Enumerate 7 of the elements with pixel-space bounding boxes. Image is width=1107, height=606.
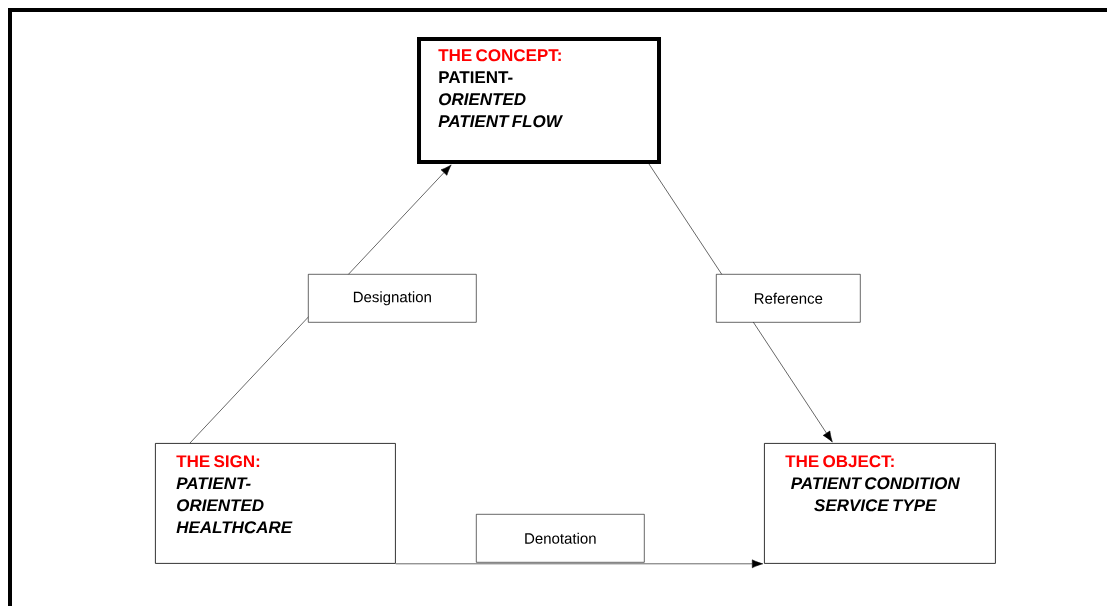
edge-label: Reference: [716, 274, 861, 323]
arrow: [395, 559, 764, 569]
concept-box: THE CONCEPT: PATIENT- ORIENTED PATIENT FLOW: [417, 37, 661, 164]
text-box: THE SIGN: PATIENT- ORIENTED HEALTHCARE: [155, 443, 396, 564]
edge-label: Denotation: [476, 514, 645, 563]
edge-label: Designation: [308, 274, 477, 323]
text-box: THE OBJECT: PATIENT CONDITION SERVICE TYPE: [764, 443, 996, 564]
